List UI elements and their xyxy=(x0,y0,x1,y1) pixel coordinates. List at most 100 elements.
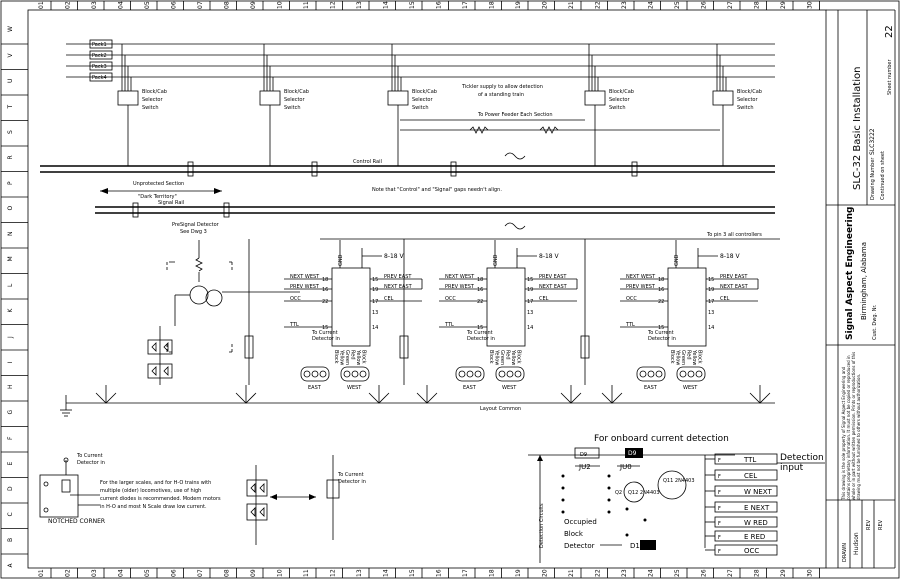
west-label: WEST xyxy=(347,385,362,391)
selector-label: Switch xyxy=(609,105,626,111)
lamp-wire-label: Block xyxy=(488,350,494,364)
col-label-top: 17 xyxy=(462,1,469,9)
output-pin: F xyxy=(718,549,721,555)
detection-circuits-label: Detection Circuits xyxy=(539,503,545,548)
pin-number: 15 xyxy=(477,325,483,331)
drawing-title: SLC-32 Basic Installation xyxy=(852,67,863,190)
col-label-top: 12 xyxy=(330,1,337,9)
row-label: T xyxy=(7,105,14,110)
controller-left-signal: PREV WEST xyxy=(445,284,475,290)
company-city: Birmingham, Alabama xyxy=(860,242,868,320)
selector-label: Block/Cab xyxy=(142,89,167,95)
controller-chip xyxy=(486,267,526,347)
d9-label: D9 xyxy=(580,452,587,458)
onboard-title: For onboard current detection xyxy=(594,434,729,444)
east-signal-lamp xyxy=(311,370,319,378)
col-label-bottom: 26 xyxy=(701,569,708,577)
dark-territory-label: "Dark Territory" xyxy=(138,194,177,200)
row-label: R xyxy=(7,155,14,159)
pack-bus: Pack1 Pack2 Pack3 Pack4 xyxy=(66,39,775,82)
col-label-top: 02 xyxy=(65,1,72,9)
controller-right-signal: PREV EAST xyxy=(384,274,412,280)
row-label: U xyxy=(7,79,14,83)
row-label: S xyxy=(7,130,14,134)
pin-number: 15 xyxy=(658,325,664,331)
col-label-top: 04 xyxy=(118,1,125,9)
east-signal-lamp xyxy=(474,370,482,378)
col-label-bottom: 11 xyxy=(303,569,310,577)
cust-dwg-label: Cust. Dwg. Nr. xyxy=(872,304,878,340)
col-label-bottom: 02 xyxy=(65,569,72,577)
copyright-text: This drawing is the sole property of Sig… xyxy=(841,351,861,500)
controller-left-signal: PREV WEST xyxy=(290,284,320,290)
large-scale-note-4: in H-O and most N Scale draw low current… xyxy=(100,504,207,510)
col-label-bottom: 22 xyxy=(595,569,602,577)
lamp-wire-label: Block xyxy=(697,350,703,364)
col-label-top: 01 xyxy=(38,1,45,9)
west-label: WEST xyxy=(502,385,517,391)
col-label-bottom: 20 xyxy=(542,569,549,577)
selector-label: Selector xyxy=(412,97,433,103)
col-label-top: 03 xyxy=(91,1,98,9)
output-pin: F xyxy=(718,474,721,480)
selector-label: Switch xyxy=(284,105,301,111)
drawn-by: Hudson xyxy=(853,532,860,555)
unprotected-arrow xyxy=(100,188,222,194)
lamp-wire-label: Red xyxy=(350,350,356,360)
pin-number: 19 xyxy=(708,287,714,293)
control-rail-label: Control Rail xyxy=(353,159,382,165)
pin-number: 13 xyxy=(527,310,533,316)
controller-right-signal: CEL xyxy=(539,296,549,302)
selector-label: Selector xyxy=(142,97,163,103)
supply-label: 8-18 V xyxy=(384,253,405,260)
notched-corner-label: NOTCHED CORNER xyxy=(48,518,105,525)
col-label-top: 14 xyxy=(383,1,390,9)
selector-label: Block/Cab xyxy=(737,89,762,95)
row-label: O xyxy=(7,206,14,211)
col-label-top: 10 xyxy=(277,1,284,9)
row-label: L xyxy=(7,283,14,287)
current-detector-in-2: Detector in xyxy=(338,479,366,485)
lamp-wire-label: Block xyxy=(516,350,522,364)
pin-number: 22 xyxy=(658,299,664,305)
tickler-resistors xyxy=(400,119,720,160)
lamp-wire-label: Yellow xyxy=(675,349,681,365)
col-label-top: 06 xyxy=(171,1,178,9)
sheet-number-label: Sheet number xyxy=(887,58,893,95)
selector-label: Selector xyxy=(609,97,630,103)
q2-label: Q2 xyxy=(615,490,622,496)
pin-number: 22 xyxy=(477,299,483,305)
east-signal-lamp xyxy=(655,370,663,378)
col-label-top: 18 xyxy=(489,1,496,9)
row-label: H xyxy=(7,384,14,389)
title-block xyxy=(826,10,895,568)
lamp-wire-label: Yellow xyxy=(494,349,500,365)
col-label-bottom: 24 xyxy=(648,569,655,577)
col-label-bottom: 19 xyxy=(515,569,522,577)
col-label-bottom: 29 xyxy=(780,569,787,577)
pin-number: 13 xyxy=(372,310,378,316)
controller-left-signal: NEXT WEST xyxy=(445,274,475,280)
controller-right-signal: PREV EAST xyxy=(720,274,748,280)
row-label: J xyxy=(7,336,14,339)
output-label: E RED xyxy=(744,533,765,541)
controller-left-signal: NEXT WEST xyxy=(626,274,656,280)
col-label-top: 15 xyxy=(409,1,416,9)
pin-number: 19 xyxy=(372,287,378,293)
q12-label: Q12 2N4403 xyxy=(628,490,660,496)
to-current-label: To Current xyxy=(647,330,674,336)
notched-to-current-2: Detector in xyxy=(77,460,105,466)
col-label-bottom: 05 xyxy=(144,569,151,577)
row-label: W xyxy=(7,26,14,32)
col-label-bottom: 14 xyxy=(383,569,390,577)
west-signal-lamp xyxy=(351,370,359,378)
pin-number: 15 xyxy=(708,277,714,283)
col-label-top: 25 xyxy=(674,1,681,9)
controller-right-signal: PREV EAST xyxy=(539,274,567,280)
